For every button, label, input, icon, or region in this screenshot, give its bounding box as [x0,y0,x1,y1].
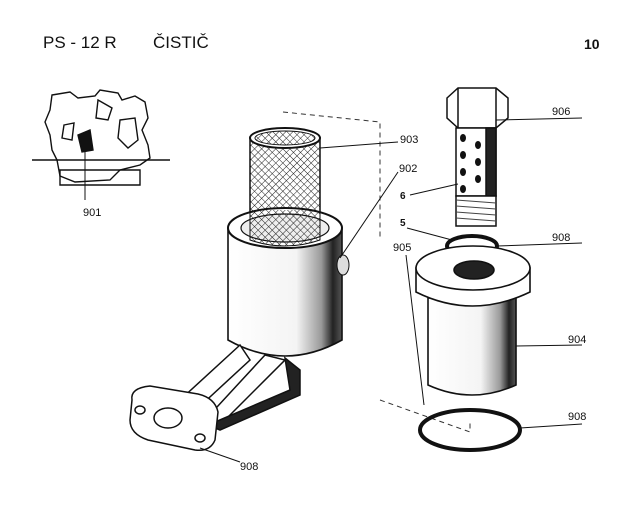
callout-902: 902 [399,163,417,175]
callout-908-upper: 908 [552,232,570,244]
section-title: ČISTIČ [153,33,209,52]
callout-904: 904 [568,334,586,346]
callout-908-flange: 908 [240,461,258,473]
callout-908-lower: 908 [568,411,586,423]
leader-lines [199,117,583,463]
filter-housing-902 [227,207,350,357]
callout-905: 905 [393,242,411,254]
assembly-dashed-bracket [282,111,471,433]
outlet-pipe-with-flange [129,343,301,452]
seal-ring-lower [418,408,522,452]
callout-906: 906 [552,106,570,118]
locator-thumbnail [32,89,170,200]
filter-body-904 [415,245,531,396]
callout-5: 5 [400,218,406,229]
callout-6: 6 [400,191,406,202]
callout-903: 903 [400,134,418,146]
page-number: 10 [584,36,600,52]
hollow-bolt-906 [446,87,509,227]
callout-901: 901 [83,207,101,219]
model-title: PS - 12 R [43,33,117,52]
